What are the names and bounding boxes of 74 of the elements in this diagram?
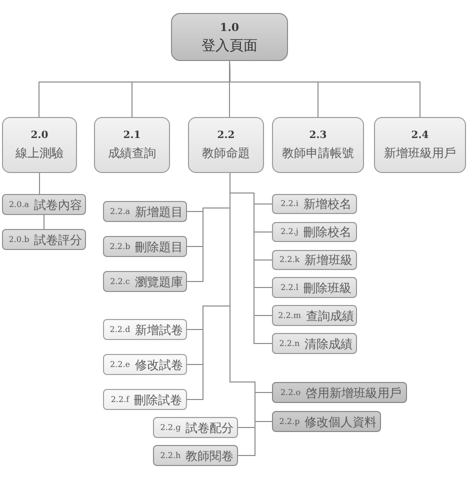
module-box [94,117,170,173]
connector-line [39,172,40,194]
section-number: 2.2.a [110,208,130,216]
function-name: 新增班級 [304,254,353,266]
section-number: 2.2.e [110,360,130,368]
function-box [103,271,187,292]
section-number: 2.2.n [279,340,300,348]
function-box [103,236,187,257]
section-number: 2.0 [30,131,48,141]
function-box [272,382,407,403]
section-number: 2.1 [123,131,141,141]
section-number: 2.2.i [280,200,298,208]
connector-line [229,60,420,118]
module-box [272,117,364,173]
section-number: 2.2.l [280,284,298,292]
module-box [188,117,264,173]
section-number: 2.2.j [280,228,298,236]
function-box [272,305,357,326]
title-box [171,13,288,61]
function-name: 啓用新增班級用戶 [306,386,402,398]
function-name: 新增校名 [303,198,352,210]
function-box [153,417,238,438]
function-box [153,445,238,466]
function-box [272,194,357,214]
section-number: 2.2.c [110,278,130,286]
function-box [272,333,357,354]
function-name: 修改試卷 [135,358,183,370]
section-number: 2.2.k [279,256,300,264]
function-box [103,389,187,410]
function-box [272,222,357,242]
section-number: 1.0 [220,22,240,32]
function-box [103,319,187,340]
function-name: 刪除題目 [135,240,184,252]
module-name: 教師申請帳號 [282,147,354,159]
module-name: 成績查詢 [108,147,156,159]
section-number: 2.4 [411,131,429,141]
module-box [2,117,77,173]
function-box [103,354,187,375]
function-box [272,411,381,432]
function-name: 修改個人資料 [304,416,377,428]
function-box [103,201,187,222]
function-name: 新增試卷 [135,324,184,336]
section-number: 2.0.a [8,200,30,208]
page-name: 登入頁面 [202,38,258,52]
function-name: 刪除校名 [303,226,352,238]
section-number: 2.2.m [278,312,301,320]
section-number: 2.2.o [280,388,301,396]
function-name: 試卷評分 [34,234,82,246]
section-number: 2.2.d [110,326,130,334]
section-number: 2.2.f [110,396,130,404]
function-box [272,250,357,270]
function-name: 試卷內容 [34,198,82,210]
function-name: 試卷配分 [186,422,234,434]
section-number: 2.2 [217,131,235,141]
section-number: 2.2.h [160,452,181,460]
function-name: 教師閱卷 [186,450,234,462]
function-name: 查詢成績 [306,310,354,322]
section-number: 2.2.p [279,418,300,426]
module-name: 線上測驗 [16,147,64,159]
module-box [374,117,466,173]
function-name: 瀏覽題庫 [134,276,183,288]
function-box [272,277,357,298]
function-name: 刪除試卷 [134,394,182,406]
module-name: 教師命題 [202,147,250,159]
function-name: 新增題目 [135,206,184,218]
section-number: 2.0.b [8,236,30,244]
function-box [2,194,86,215]
section-number: 2.2.g [160,424,181,432]
section-number: 2.2.b [110,242,130,250]
function-box [2,229,86,250]
module-name: 新增班級用戶 [384,147,456,159]
section-number: 2.3 [309,131,327,141]
function-name: 清除成績 [304,338,353,350]
function-name: 刪除班級 [303,282,352,294]
